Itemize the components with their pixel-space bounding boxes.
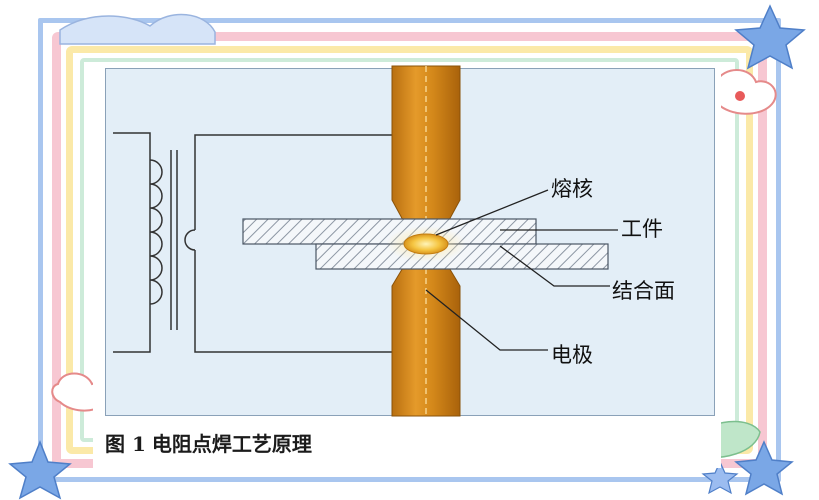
upper-wire: [194, 134, 396, 230]
upper-electrode: [391, 65, 461, 223]
star-icon-bottom-left: [8, 439, 72, 500]
transformer: [149, 150, 196, 330]
lower-electrode: [391, 265, 461, 417]
leader-line-nugget: [435, 189, 549, 236]
leader-lines: [425, 189, 618, 351]
heart-dot-decoration: [735, 91, 745, 101]
label-electrode: 电极: [551, 343, 593, 367]
label-interface: 结合面: [612, 279, 675, 303]
star-icon-bottom-right: [734, 440, 794, 496]
circuit-wires: [113, 132, 396, 353]
figure-title: 电阻点焊工艺原理: [151, 432, 312, 456]
label-nugget: 熔核: [551, 177, 593, 201]
lower-wire: [194, 250, 396, 353]
star-icon-bottom-right-small: [701, 460, 739, 495]
weld-nugget: [403, 233, 449, 255]
cloud-decoration-top-left: [59, 13, 216, 45]
secondary-coil: [184, 229, 196, 251]
primary-wire: [113, 132, 151, 353]
star-icon-top-right: [734, 4, 806, 70]
primary-coil: [149, 159, 163, 305]
leader-line-electrode: [425, 289, 548, 351]
label-workpiece: 工件: [621, 217, 663, 241]
leader-line-interface: [499, 245, 610, 287]
decorative-frame-outer: [38, 18, 781, 482]
figure-number: 图 1: [105, 432, 146, 456]
